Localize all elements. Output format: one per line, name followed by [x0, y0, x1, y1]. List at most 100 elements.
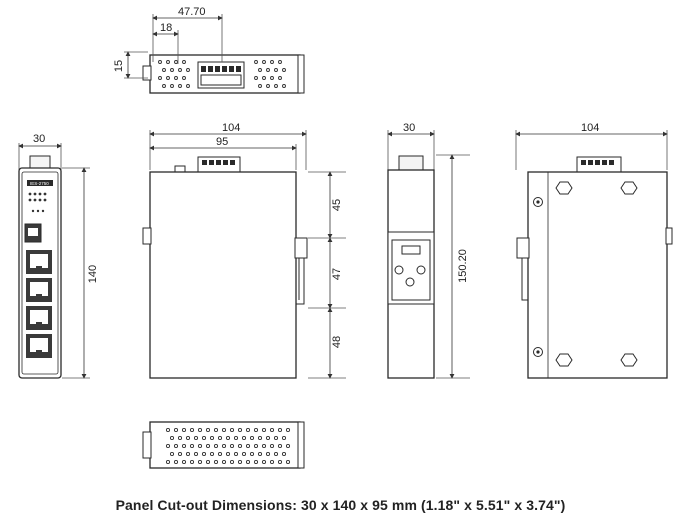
dim-side-inner-width: 95	[216, 136, 228, 148]
vent-dot	[261, 459, 267, 465]
vent-dot	[213, 459, 219, 465]
vent-dot	[197, 443, 203, 449]
vent-dot	[217, 435, 223, 441]
front-leds	[28, 192, 47, 213]
dim-top-offset: 18	[160, 22, 172, 34]
vent-dot	[249, 451, 255, 457]
vent-dot	[173, 427, 179, 433]
vent-dot	[245, 459, 251, 465]
vent-dot	[261, 443, 267, 449]
vent-dot	[285, 459, 291, 465]
vent-dot	[265, 435, 271, 441]
dim-rear-width: 30	[403, 122, 415, 134]
dim-top-total: 47.70	[178, 6, 206, 18]
vent-dot	[197, 459, 203, 465]
vent-dot	[273, 451, 279, 457]
vent-dot	[193, 435, 199, 441]
vent-dot	[205, 427, 211, 433]
vent-dot	[265, 451, 271, 457]
vent-dot	[257, 451, 263, 457]
vent-dot	[213, 443, 219, 449]
vent-dot	[277, 459, 283, 465]
vent-dot	[209, 451, 215, 457]
bottom-vent-dots	[165, 427, 291, 465]
vent-dot	[185, 435, 191, 441]
vent-dot	[269, 443, 275, 449]
dim-top-height: 15	[113, 60, 125, 72]
vent-dot	[189, 459, 195, 465]
vent-dot	[177, 451, 183, 457]
vent-dot	[177, 435, 183, 441]
vent-dot	[257, 435, 263, 441]
vent-dot	[197, 427, 203, 433]
vent-dot	[233, 435, 239, 441]
vent-dot	[185, 451, 191, 457]
vent-dot	[205, 443, 211, 449]
top-vent-dots-left	[158, 60, 190, 88]
vent-dot	[173, 443, 179, 449]
vent-dot	[233, 451, 239, 457]
vent-dot	[277, 427, 283, 433]
rear-view: 30 150.20	[387, 122, 470, 379]
vent-dot	[181, 443, 187, 449]
vent-dot	[205, 459, 211, 465]
vent-dot	[165, 427, 171, 433]
front-model-label: IES-2750	[30, 181, 49, 186]
vent-dot	[237, 443, 243, 449]
vent-dot	[221, 459, 227, 465]
dim-front-height: 140	[87, 265, 99, 283]
vent-dot	[241, 435, 247, 441]
vent-dot	[269, 459, 275, 465]
vent-dot	[225, 435, 231, 441]
vent-dot	[221, 427, 227, 433]
vent-dot	[165, 459, 171, 465]
vent-dot	[181, 427, 187, 433]
side-view-left: 104 95 45 47 48	[142, 122, 346, 379]
vent-dot	[253, 427, 259, 433]
rj45-ports	[26, 250, 52, 358]
vent-dot	[189, 443, 195, 449]
vent-dot	[253, 443, 259, 449]
vent-dot	[193, 451, 199, 457]
front-view: 30 IES-2750 140	[18, 133, 99, 379]
vent-dot	[285, 427, 291, 433]
dim-front-width: 30	[33, 133, 45, 145]
panel-cutout-caption: Panel Cut-out Dimensions: 30 x 140 x 95 …	[115, 497, 566, 513]
vent-dot	[225, 451, 231, 457]
vent-dot	[245, 427, 251, 433]
vent-dot	[249, 435, 255, 441]
dim-side-middle: 47	[331, 268, 343, 280]
vent-dot	[173, 459, 179, 465]
side-view-right: 104	[515, 122, 673, 379]
vent-dot	[165, 443, 171, 449]
vent-dot	[201, 435, 207, 441]
vent-dot	[277, 443, 283, 449]
dim-side-lower: 48	[331, 336, 343, 348]
top-terminal-block	[197, 61, 245, 89]
vent-dot	[169, 451, 175, 457]
dim-side-upper: 45	[331, 199, 343, 211]
vent-dot	[229, 443, 235, 449]
vent-dot	[273, 435, 279, 441]
vent-dot	[209, 435, 215, 441]
dim-rear-height: 150.20	[457, 249, 469, 283]
vent-dot	[181, 459, 187, 465]
vent-dot	[229, 427, 235, 433]
vent-dot	[229, 459, 235, 465]
vent-dot	[189, 427, 195, 433]
vent-dot	[253, 459, 259, 465]
top-view: 47.70 18 15	[113, 6, 305, 94]
vent-dot	[169, 435, 175, 441]
bottom-view	[142, 421, 305, 469]
dim-right-width: 104	[581, 122, 599, 134]
vent-dot	[213, 427, 219, 433]
vent-dot	[237, 427, 243, 433]
vent-dot	[281, 451, 287, 457]
vent-dot	[237, 459, 243, 465]
vent-dot	[281, 435, 287, 441]
vent-dot	[261, 427, 267, 433]
vent-dot	[201, 451, 207, 457]
vent-dot	[245, 443, 251, 449]
vent-dot	[217, 451, 223, 457]
